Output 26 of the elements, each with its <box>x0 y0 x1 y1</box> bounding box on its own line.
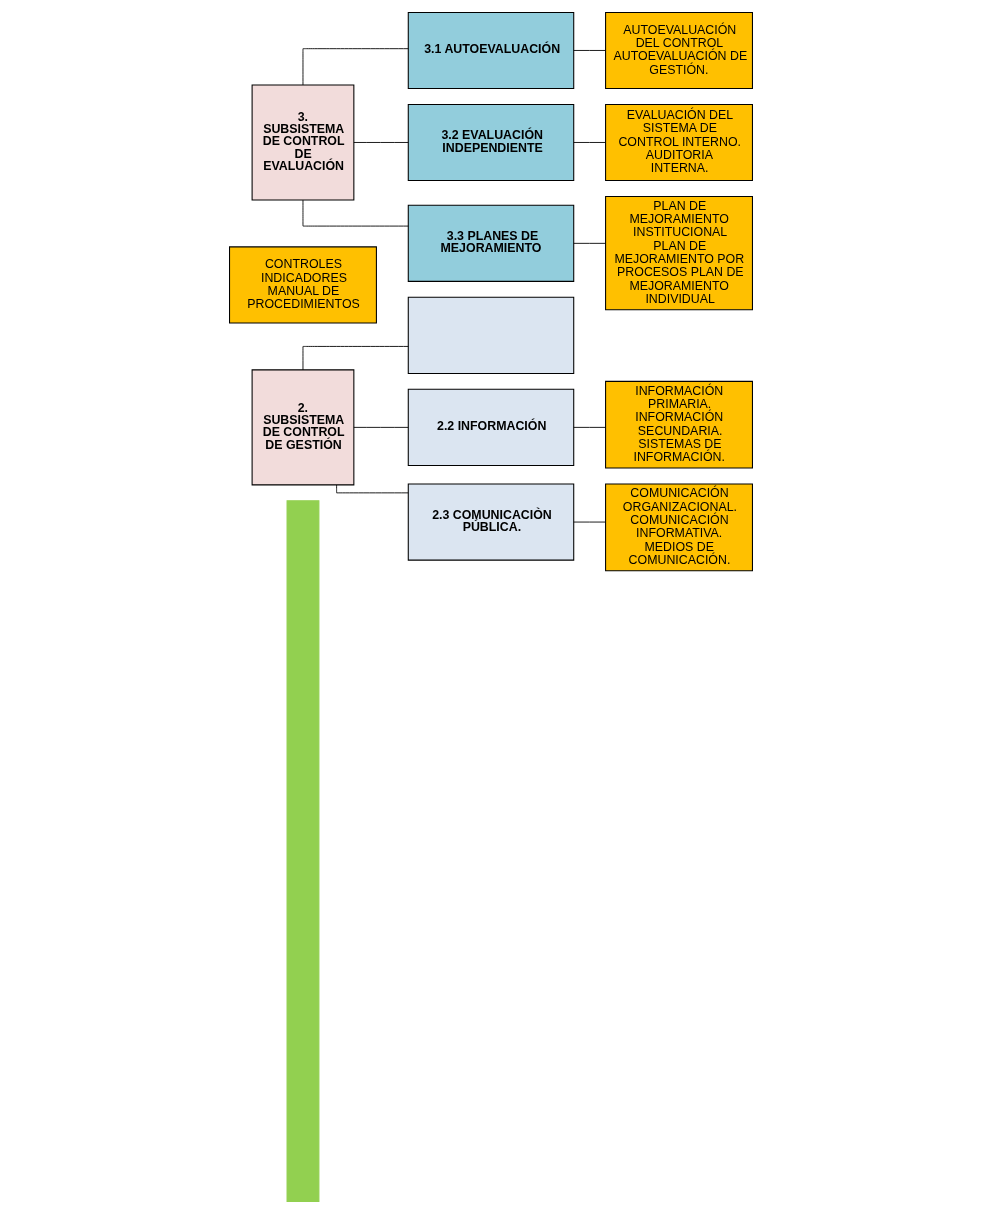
node-box: 3.3 PLANES DE MEJORAMIENTO <box>407 204 574 282</box>
connector <box>335 484 409 494</box>
connector <box>572 50 606 51</box>
connector <box>572 426 606 428</box>
node-box: 2.2 INFORMACIÓN <box>407 388 574 466</box>
node-box: COMUNICACIÓN ORGANIZACIONAL. COMUNICACIÓN INFORMATIVA. MEDIOS DE COMUNICACIÓN. <box>604 483 753 572</box>
connector <box>352 426 409 428</box>
node-box: CONTROLES INDICADORES MANUAL DE PROCEDIMIENTOS <box>228 246 377 324</box>
connector <box>302 48 409 86</box>
connector <box>572 242 606 244</box>
node-box: 3.2 EVALUACIÓN INDEPENDIENTE <box>407 103 574 182</box>
node-box: 2.3 COMUNICACIÒN PÚBLICA. <box>407 483 574 561</box>
node-box: 2. SUBSISTEMA DE CONTROL DE GESTIÓN <box>251 369 354 486</box>
connector <box>302 199 409 227</box>
connector <box>572 142 606 143</box>
node-box: AUTOEVALUACIÓN DEL CONTROL AUTOEVALUACIÓN DE GESTIÓN. <box>604 11 753 90</box>
node-bar <box>286 500 319 1203</box>
connector <box>302 346 409 371</box>
node-box <box>407 296 574 374</box>
node-box: 3. SUBSISTEMA DE CONTROL DE EVALUACIÓN <box>251 84 354 201</box>
node-box: INFORMACIÓN PRIMARIA. INFORMACIÓN SECUNDARIA. SISTEMAS DE INFORMACIÓN. <box>604 380 753 469</box>
node-box: 3.1 AUTOEVALUACIÓN <box>407 11 574 90</box>
connector <box>352 142 409 143</box>
node-box: PLAN DE MEJORAMIENTO INSTITUCIONAL PLAN DE MEJORAMIENTO POR PROCESOS PLAN DE MEJORAMIENTO INDIVIDUAL <box>604 195 753 311</box>
node-box: EVALUACIÓN DEL SISTEMA DE CONTROL INTERNO. AUDITORIA INTERNA. <box>604 103 753 182</box>
connector <box>572 521 606 523</box>
